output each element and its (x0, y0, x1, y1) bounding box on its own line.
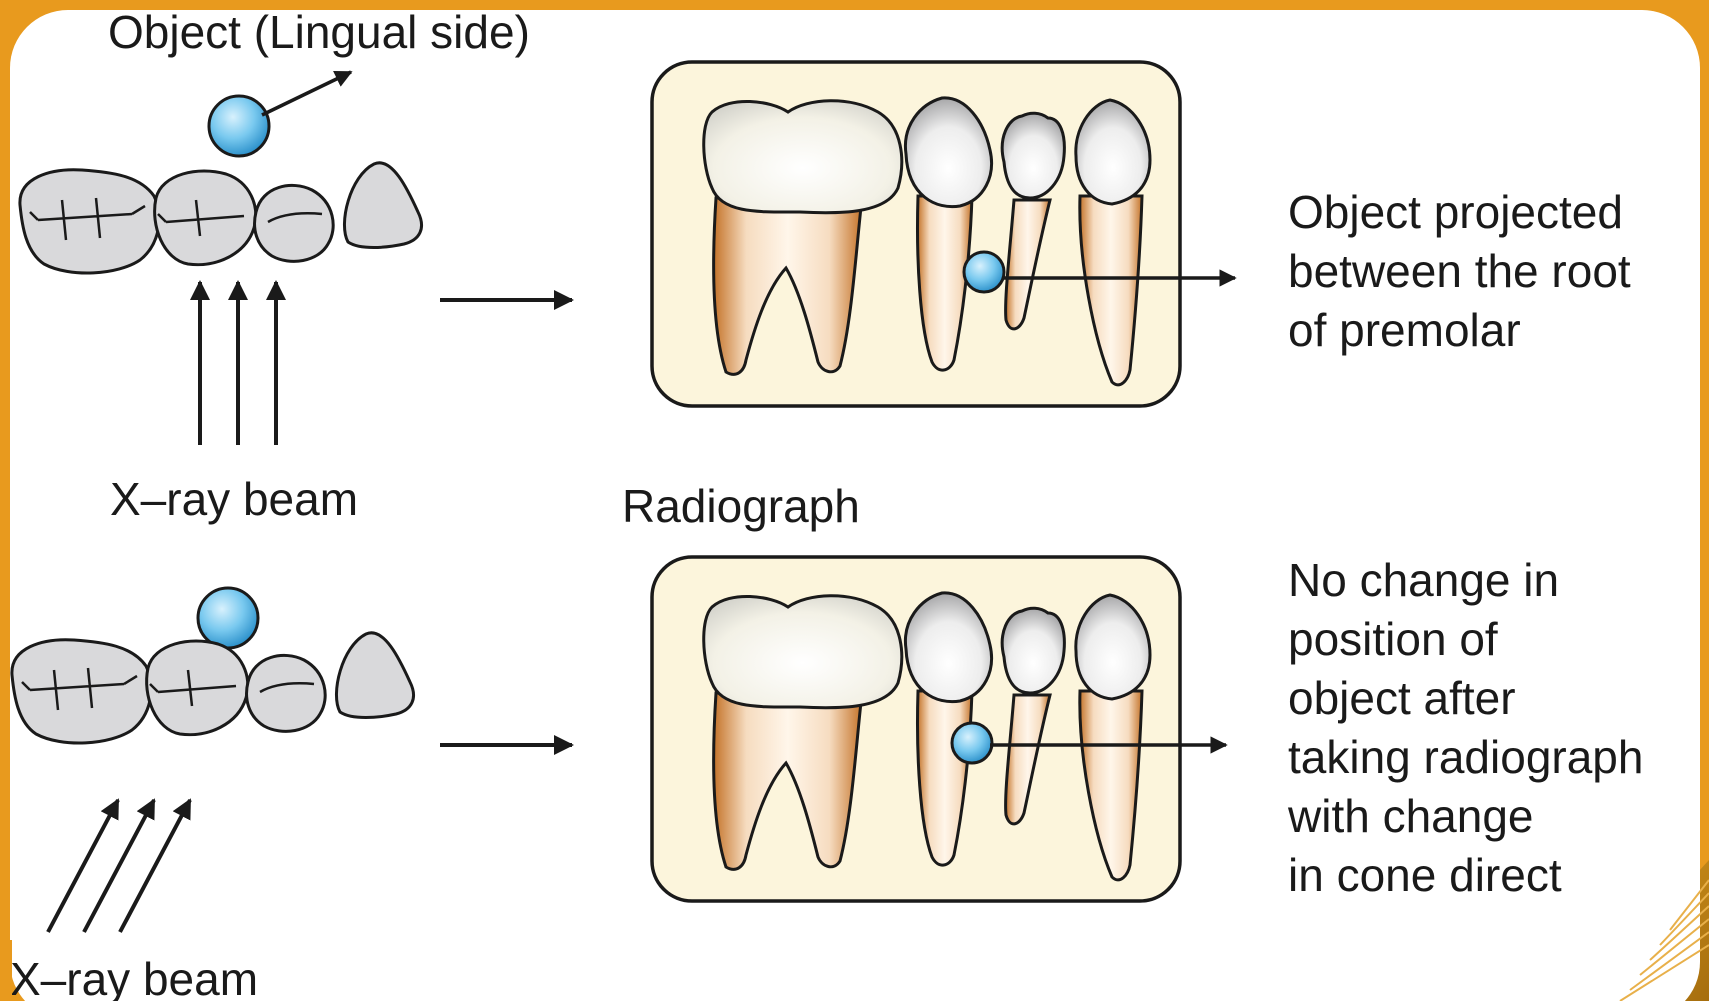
result-line: in cone direct (1288, 849, 1562, 901)
result-line: taking radiograph (1288, 731, 1643, 783)
result-line: object after (1288, 672, 1516, 724)
result-line: position of (1288, 613, 1498, 665)
result-line: No change in (1288, 554, 1559, 606)
tooth-occlusal-icon (147, 641, 248, 735)
result-line: Object projected (1288, 186, 1623, 238)
blue-sphere-icon (952, 723, 992, 763)
radiograph-film-top (652, 62, 1235, 406)
blue-sphere-icon (198, 588, 258, 648)
object-lingual-label: Object (Lingual side) (108, 6, 530, 58)
tooth-occlusal-icon (12, 640, 151, 743)
radiograph-film-bottom (652, 557, 1226, 901)
result-line: with change (1287, 790, 1534, 842)
result-line: of premolar (1288, 304, 1521, 356)
tooth-occlusal-icon (247, 655, 326, 731)
xray-beam-label-bottom: X–ray beam (10, 953, 258, 1001)
blue-sphere-icon (964, 252, 1004, 292)
tooth-occlusal-icon (155, 171, 256, 265)
radiograph-label: Radiograph (622, 480, 860, 532)
result-line: between the root (1288, 245, 1631, 297)
xray-beam-label-top: X–ray beam (110, 473, 358, 525)
blue-sphere-icon (209, 96, 269, 156)
tooth-occlusal-icon (20, 170, 159, 273)
frame-edge (0, 940, 12, 1001)
tooth-occlusal-icon (255, 185, 334, 261)
